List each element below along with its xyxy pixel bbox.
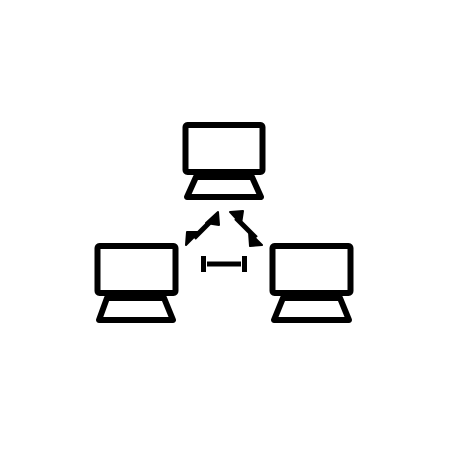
arrow-right-diagonal-icon (229, 210, 263, 247)
arrow-horizontal-icon (201, 256, 247, 272)
arrow-left-diagonal-icon (185, 211, 220, 246)
laptop-left-icon (94, 243, 179, 323)
laptop-right-icon (269, 243, 354, 323)
laptop-top-icon (182, 122, 266, 200)
